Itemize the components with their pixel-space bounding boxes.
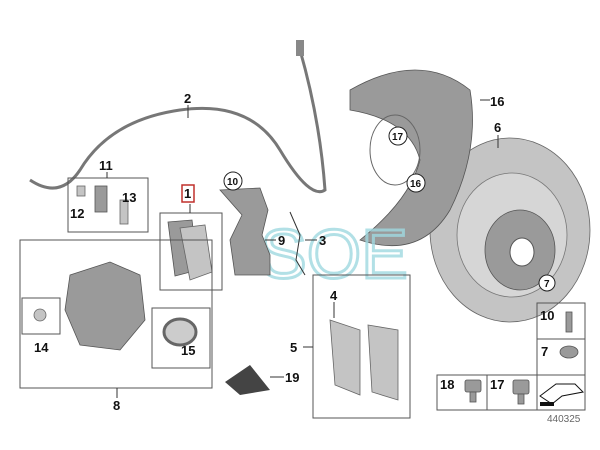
callout-13: 13: [122, 190, 136, 205]
grid-label-17: 17: [490, 377, 504, 392]
callout-16-circle: 16: [410, 179, 422, 190]
wear-sensor-plug: [296, 40, 304, 56]
leader-lines: [106, 99, 499, 398]
callout-17-circle: 17: [392, 132, 404, 143]
caliper-box: [19, 239, 213, 389]
brake-pad-box: [159, 212, 223, 291]
guide-bolt-box: [21, 297, 61, 335]
bleeder-kit-box: [67, 177, 149, 233]
guide-bolt: [33, 308, 47, 322]
callout-11: 11: [99, 158, 113, 173]
callout-16: 16: [490, 94, 504, 109]
brake-disc[interactable]: [429, 137, 591, 323]
piston-seal: [162, 317, 198, 347]
callout-12: 12: [70, 206, 84, 221]
bleeder-parts: [76, 185, 129, 225]
callout-6: 6: [494, 120, 501, 135]
callout-14: 14: [34, 340, 49, 355]
callout-19: 19: [285, 370, 299, 385]
callout-2: 2: [184, 91, 191, 106]
brake-pads[interactable]: [167, 219, 213, 281]
grid-label-7: 7: [541, 344, 548, 359]
dust-shield[interactable]: [349, 69, 473, 247]
callout-7-circle: 7: [544, 279, 550, 290]
grid-label-18: 18: [440, 377, 454, 392]
fastener-grid: [436, 302, 586, 411]
callout-9: 9: [278, 233, 285, 248]
callout-10-circle: 10: [227, 177, 239, 188]
grease-pack: [225, 365, 270, 395]
repair-kit-clips: [329, 319, 399, 401]
highlight-box: [181, 184, 195, 203]
wear-sensor-cable[interactable]: [29, 49, 327, 193]
diagram-number: 440325: [547, 414, 581, 425]
callout-8: 8: [113, 398, 120, 413]
callout-1[interactable]: 1: [184, 186, 191, 201]
watermark: SOE: [260, 215, 408, 293]
callout-5: 5: [290, 340, 297, 355]
callout-4: 4: [330, 288, 338, 303]
arrow-icon: [539, 383, 585, 405]
spring[interactable]: [289, 211, 306, 276]
caliper[interactable]: [64, 261, 146, 351]
caliper-carrier[interactable]: [219, 187, 271, 276]
callout-3: 3: [319, 233, 326, 248]
grid-label-10: 10: [540, 308, 554, 323]
piston-seal-box: [151, 307, 211, 369]
callout-15: 15: [181, 343, 195, 358]
